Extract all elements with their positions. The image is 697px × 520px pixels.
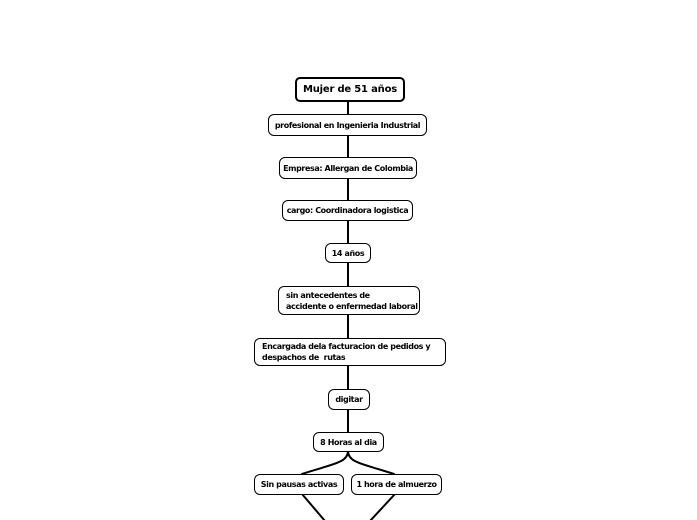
node-hours[interactable]: 8 Horas al dia [313, 432, 384, 452]
node-company[interactable]: Empresa: Allergan de Colombia [279, 157, 417, 179]
node-history[interactable]: sin antecedentes de accidente o enfermed… [278, 286, 420, 315]
node-duties[interactable]: Encargada dela facturacion de pedidos y … [254, 338, 446, 366]
connector-descend-right [369, 493, 396, 520]
node-tenure[interactable]: 14 años [325, 243, 371, 263]
node-root[interactable]: Mujer de 51 años [295, 77, 405, 102]
connector-branch-right [347, 450, 395, 475]
node-no-breaks[interactable]: Sin pausas activas [254, 474, 344, 495]
connector-descend-left [301, 493, 326, 520]
node-task[interactable]: digitar [328, 389, 370, 410]
node-profession[interactable]: profesional en Ingenieria Industrial [268, 114, 427, 136]
node-lunch[interactable]: 1 hora de almuerzo [351, 474, 442, 495]
node-role[interactable]: cargo: Coordinadora logistica [282, 200, 413, 221]
connector-branch-left [301, 450, 349, 475]
